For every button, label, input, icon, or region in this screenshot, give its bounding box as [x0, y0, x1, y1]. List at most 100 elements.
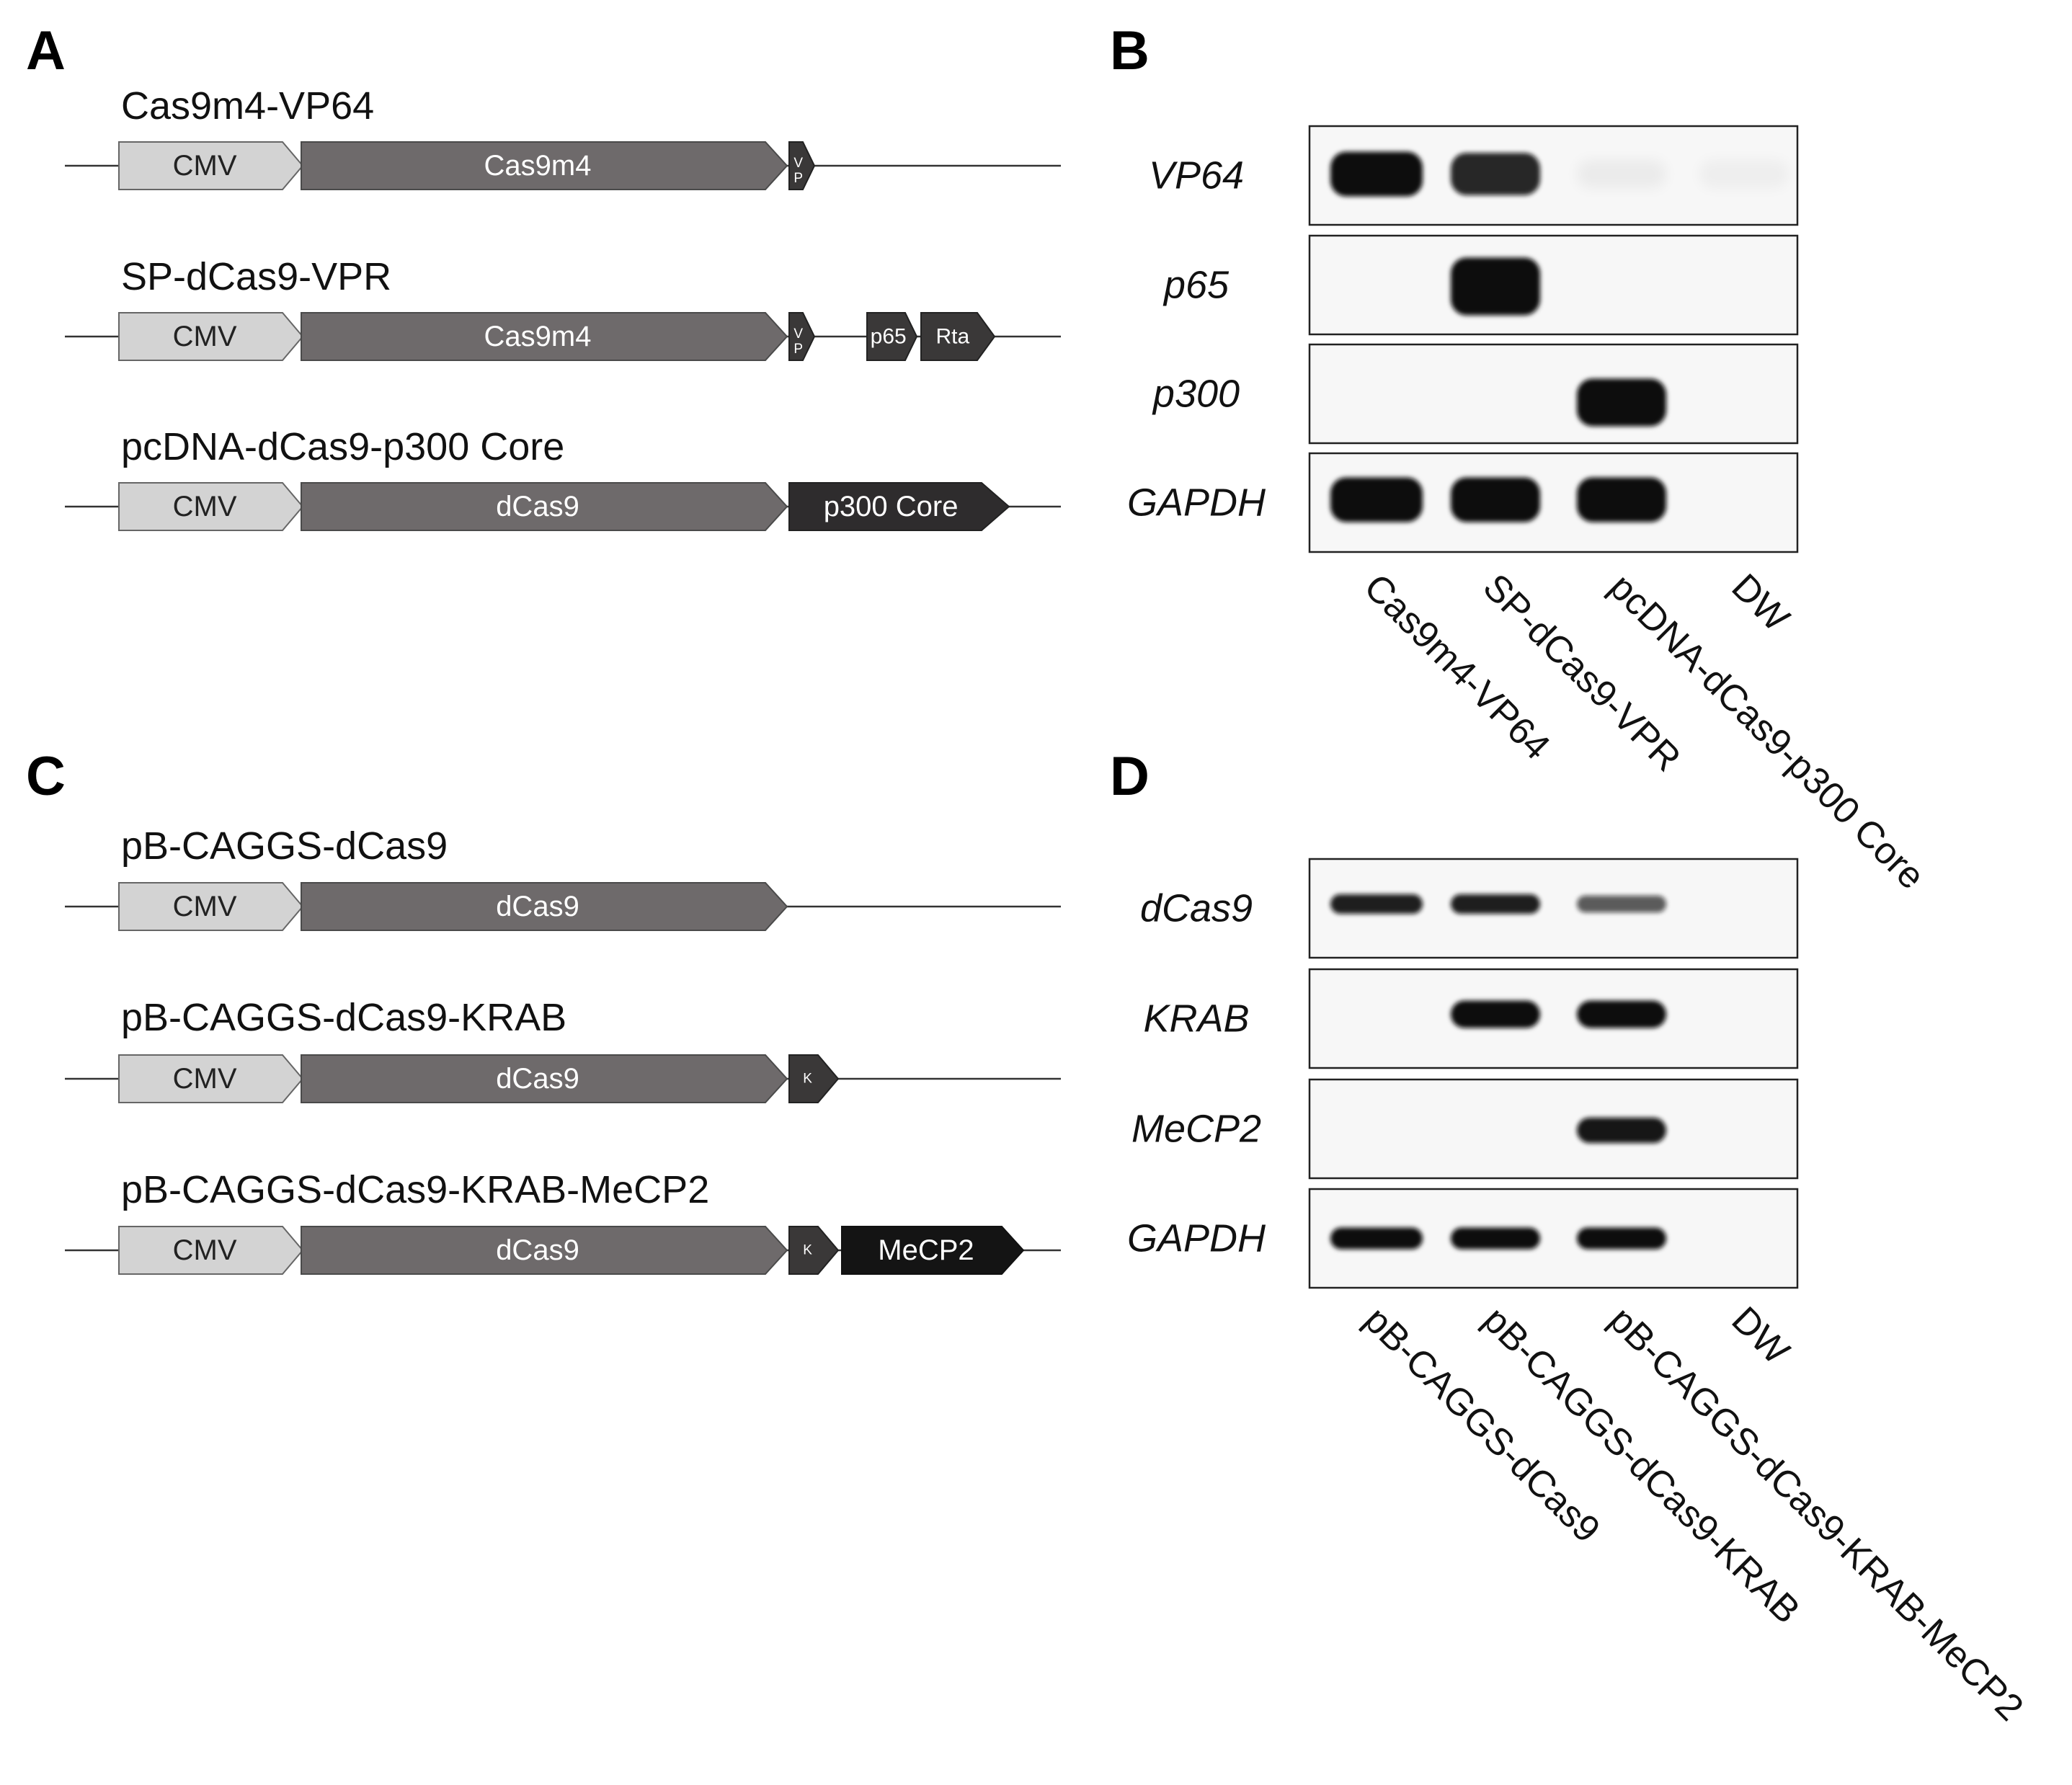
- segment-k-arrow: [788, 1226, 840, 1275]
- gel-band: [1330, 1227, 1423, 1250]
- segment-cmv-label: CMV: [173, 1063, 237, 1095]
- segment-cmv-label: CMV: [173, 321, 237, 352]
- construct-title-sp-dcas9-vpr: SP-dCas9-VPR: [121, 255, 391, 298]
- gel-panel-d: dCas9KRABMeCP2GAPDHpB-CAGGS-dCas9pB-CAGG…: [1127, 858, 2031, 1729]
- gel-row-krab: KRAB: [1143, 968, 1799, 1069]
- construct-title-cas9m4-vp64: Cas9m4-VP64: [121, 84, 374, 128]
- construct-title-pb-caggs-dcas9-krab: pB-CAGGS-dCas9-KRAB: [121, 996, 566, 1039]
- segment-cas-arrow: [301, 141, 788, 190]
- gel-band: [1577, 1227, 1666, 1250]
- segment-vp-arrow: [788, 141, 816, 190]
- gene-label: GAPDH: [1127, 481, 1266, 525]
- gel-band: [1577, 477, 1666, 522]
- segment-mecp2-arrow: [841, 1226, 1025, 1275]
- gel-band: [1330, 894, 1423, 914]
- gel-row-p300: p300: [1152, 343, 1799, 445]
- gel-band: [1451, 1000, 1540, 1028]
- gel-band: [1699, 160, 1789, 189]
- gel-band: [1577, 378, 1666, 427]
- gel-strip: [1308, 1078, 1799, 1180]
- segment-k-label: K: [803, 1072, 812, 1087]
- segment-cmv-label: CMV: [173, 150, 237, 182]
- segment-k-arrow: [788, 1054, 840, 1103]
- segment-cas-arrow: [301, 882, 788, 931]
- segment-cas-arrow: [301, 482, 788, 531]
- segment-cmv-arrow: [118, 1054, 304, 1103]
- segment-vp-arrow: [788, 312, 816, 361]
- gel-band: [1577, 159, 1666, 189]
- segment-cmv-arrow: [118, 1226, 304, 1275]
- gel-band: [1577, 1117, 1666, 1144]
- construct-map: CMV dCas9 K MeCP2: [65, 1226, 1061, 1275]
- gene-label: VP64: [1149, 154, 1244, 197]
- segment-p300-arrow: [788, 482, 1010, 531]
- gel-band: [1451, 153, 1540, 195]
- gel-strip: [1308, 343, 1799, 445]
- panel-letter-d: D: [1110, 746, 1150, 807]
- segment-mecp2-label: MeCP2: [878, 1234, 974, 1266]
- lane-label: DW: [1724, 566, 1797, 639]
- segment-p300-label: p300 Core: [824, 491, 959, 522]
- gel-band: [1451, 257, 1540, 316]
- segment-cmv-arrow: [118, 482, 304, 531]
- gene-label: dCas9: [1140, 887, 1253, 930]
- segment-rta-label: Rta: [935, 325, 969, 349]
- gel-band: [1577, 895, 1666, 913]
- gel-row-p65: p65: [1162, 234, 1799, 336]
- segment-cas-label: Cas9m4: [484, 150, 592, 182]
- segment-rta-arrow: [920, 312, 996, 361]
- gel-band: [1451, 477, 1540, 522]
- gene-label: GAPDH: [1127, 1217, 1266, 1260]
- gene-label: p65: [1162, 264, 1230, 307]
- gel-panel-b: VP64p65p300GAPDHCas9m4-VP64SP-dCas9-VPRp…: [1127, 125, 1932, 897]
- segment-cas-arrow: [301, 1054, 788, 1103]
- gel-band: [1330, 151, 1423, 197]
- segment-cmv-label: CMV: [173, 891, 237, 922]
- segment-p65-label: p65: [871, 325, 907, 349]
- gel-band: [1330, 477, 1423, 522]
- panel-letter-a: A: [26, 20, 66, 81]
- segment-cmv-arrow: [118, 141, 304, 190]
- segment-cmv-label: CMV: [173, 1234, 237, 1266]
- gel-strip: [1308, 968, 1799, 1069]
- segment-cas-label: dCas9: [496, 1234, 579, 1266]
- construct-map: CMV dCas9: [65, 882, 1061, 931]
- gel-band: [1577, 1000, 1666, 1028]
- lane-label: pB-CAGGS-dCas9: [1356, 1299, 1609, 1551]
- gel-row-gapdh: GAPDH: [1127, 452, 1799, 553]
- gene-label: MeCP2: [1131, 1108, 1261, 1151]
- segment-cmv-label: CMV: [173, 491, 237, 522]
- gel-band: [1451, 894, 1540, 914]
- panel-letter-b: B: [1110, 20, 1150, 81]
- segment-cas-label: Cas9m4: [484, 321, 592, 352]
- gel-strip: [1308, 234, 1799, 336]
- segment-p65-arrow: [866, 312, 918, 361]
- segment-cmv-arrow: [118, 312, 304, 361]
- segment-cas-arrow: [301, 312, 788, 361]
- gel-row-gapdh: GAPDH: [1127, 1188, 1799, 1289]
- construct-map: CMV dCas9 K: [65, 1054, 1061, 1103]
- construct-title-pb-caggs-dcas9: pB-CAGGS-dCas9: [121, 824, 448, 868]
- segment-cas-label: dCas9: [496, 491, 579, 522]
- segment-cas-arrow: [301, 1226, 788, 1275]
- segment-cmv-arrow: [118, 882, 304, 931]
- gel-row-mecp2: MeCP2: [1131, 1078, 1799, 1180]
- construct-title-pcdna-dcas9-p300: pcDNA-dCas9-p300 Core: [121, 425, 564, 468]
- construct-title-pb-caggs-dcas9-krab-mecp2: pB-CAGGS-dCas9-KRAB-MeCP2: [121, 1168, 709, 1211]
- segment-cas-label: dCas9: [496, 1063, 579, 1095]
- gene-label: KRAB: [1143, 997, 1249, 1041]
- gene-label: p300: [1152, 373, 1240, 416]
- segment-k-label: K: [803, 1243, 812, 1258]
- gel-row-dcas9: dCas9: [1140, 858, 1799, 959]
- gel-row-vp64: VP64: [1149, 125, 1799, 226]
- segment-cas-label: dCas9: [496, 891, 579, 922]
- gel-band: [1451, 1227, 1540, 1250]
- construct-map: CMV dCas9 p300 Core: [65, 482, 1061, 531]
- lane-label: DW: [1724, 1299, 1797, 1372]
